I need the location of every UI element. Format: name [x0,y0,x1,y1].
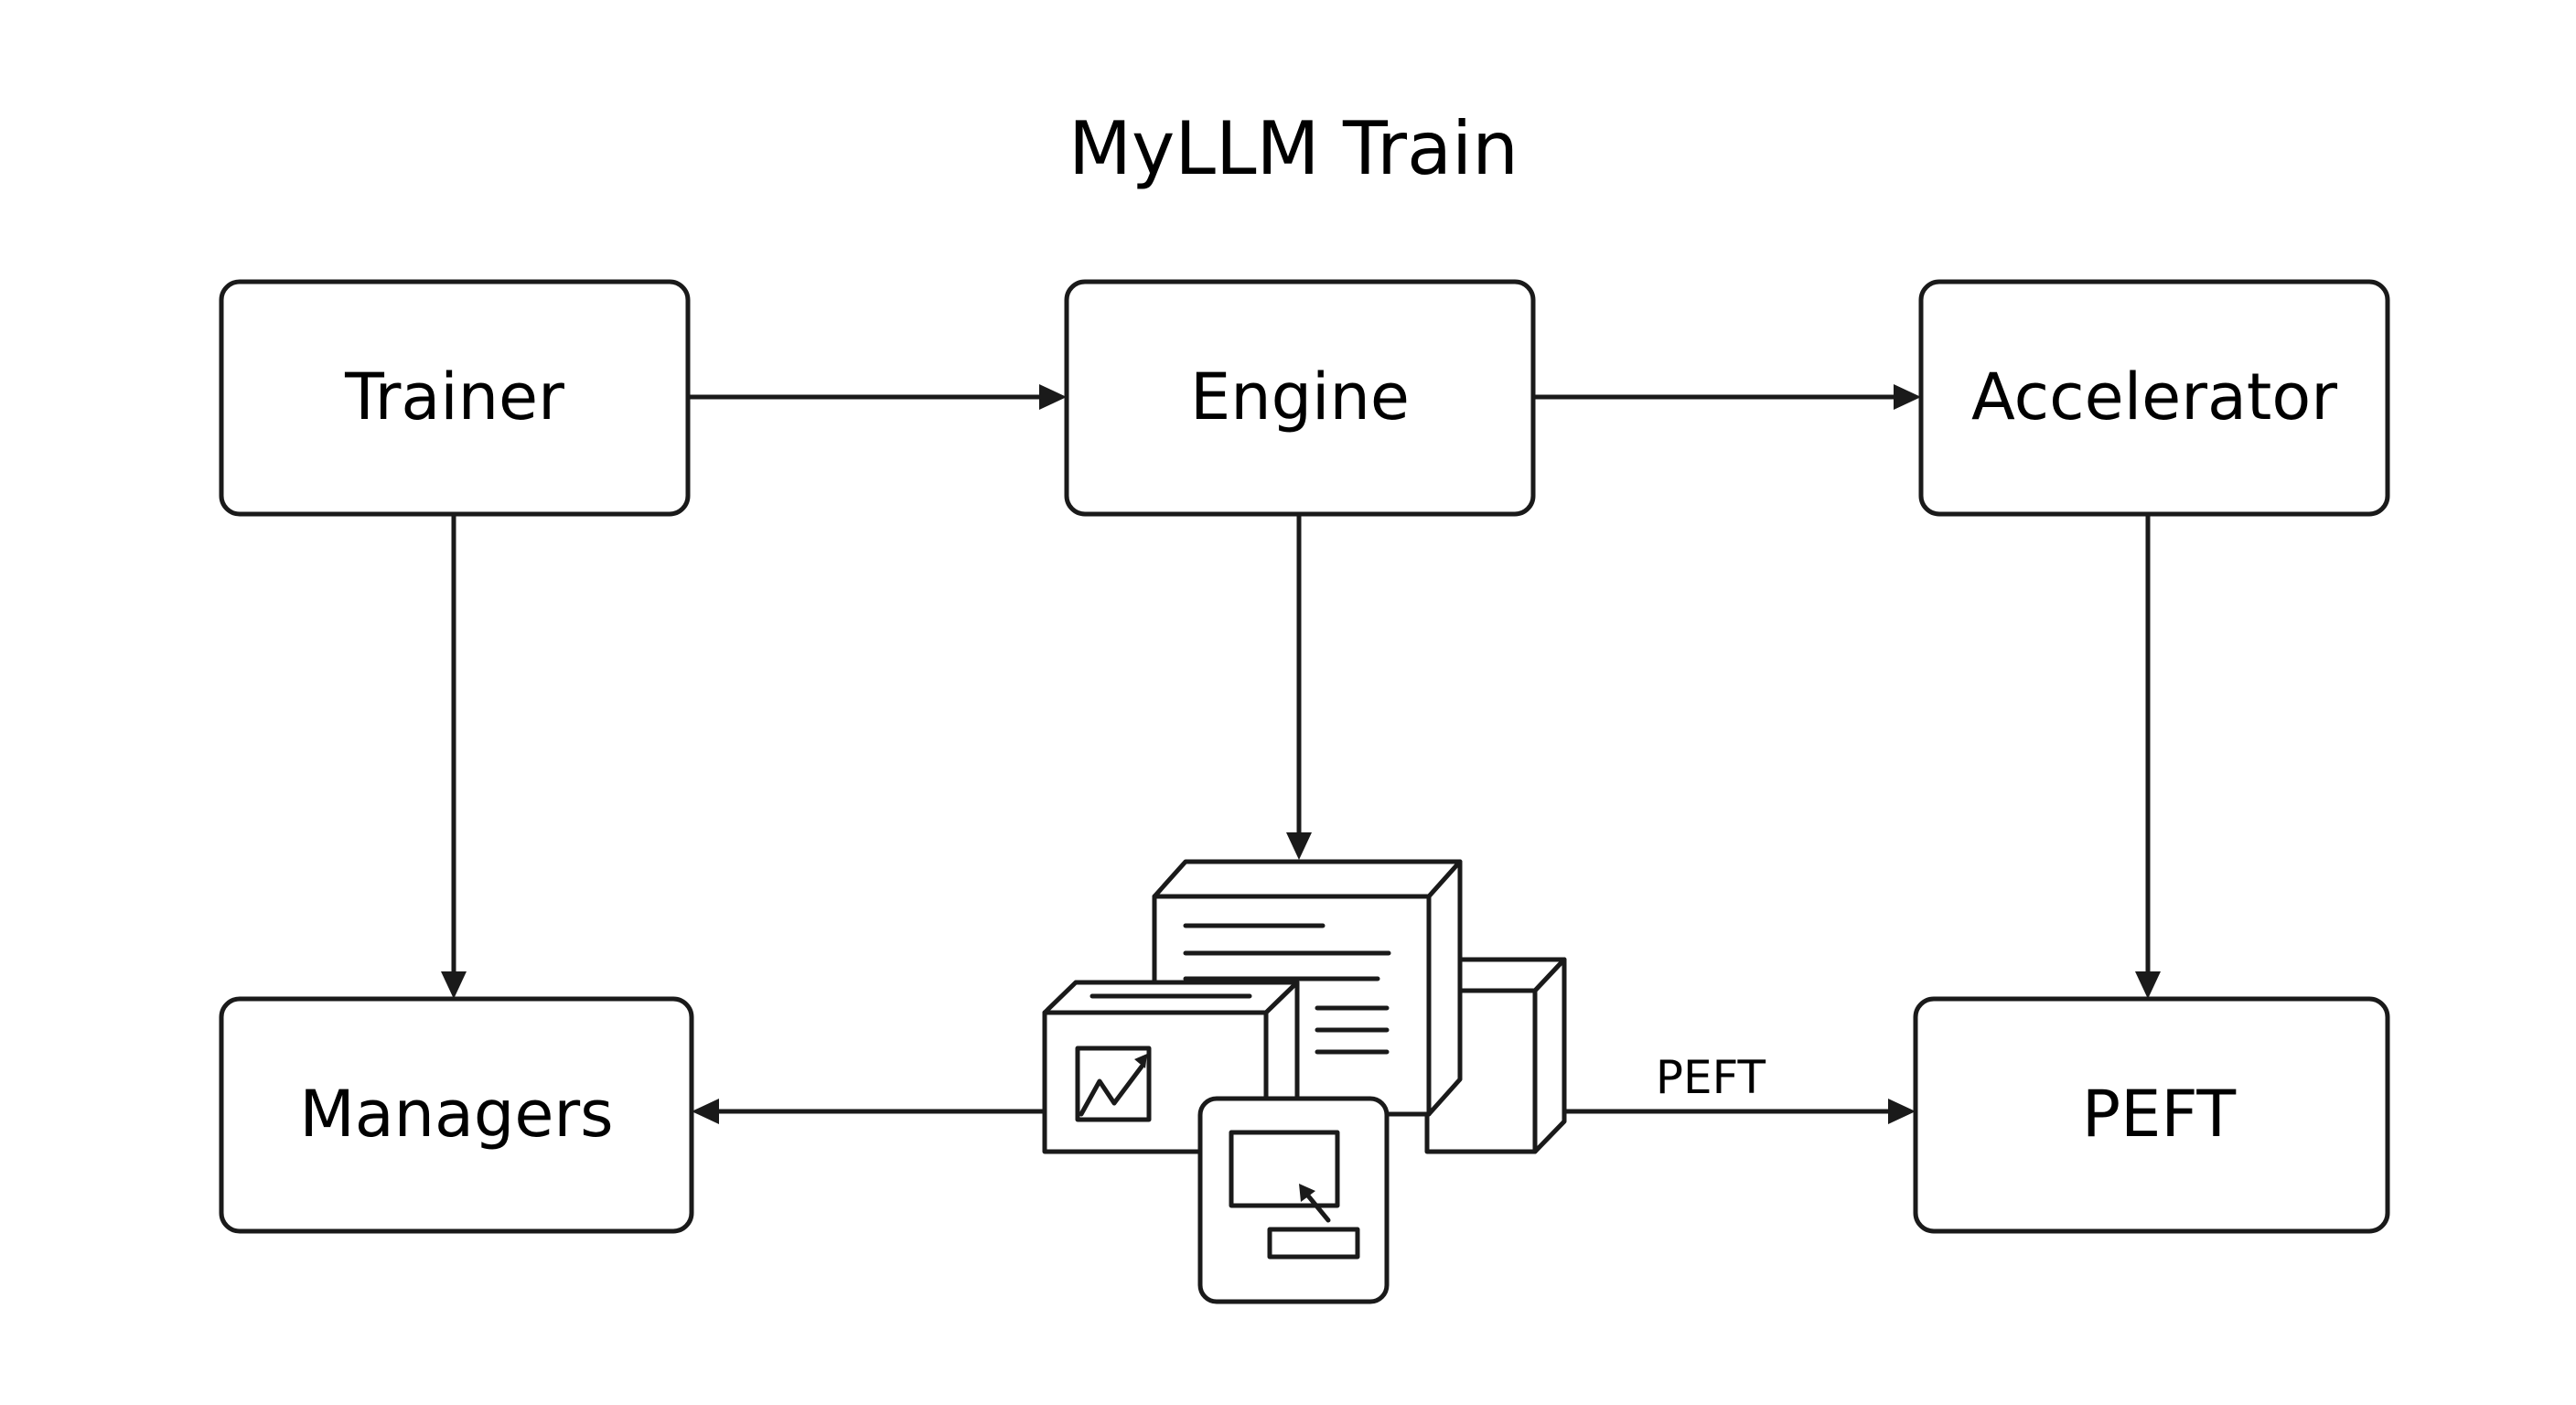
edge-engine-to-accelerator [1533,384,1921,410]
node-peft: PEFT [1913,996,2390,1234]
components-icon-cluster [1042,859,1567,1304]
monitor-cursor-icon [1197,1096,1390,1304]
edge-engine-to-components [1286,512,1312,860]
node-trainer-label: Trainer [344,359,564,434]
node-managers: Managers [219,996,694,1234]
edge-components-to-managers [692,1099,1045,1124]
node-accelerator: Accelerator [1918,279,2390,517]
node-peft-label: PEFT [2082,1077,2236,1152]
node-engine-label: Engine [1190,359,1410,434]
diagram-title: MyLLM Train [1068,106,1519,191]
edge-components-to-peft [1566,1099,1916,1124]
node-engine: Engine [1064,279,1536,517]
edge-trainer-to-engine [688,384,1067,410]
edge-trainer-to-managers [441,512,467,999]
node-accelerator-label: Accelerator [1971,359,2337,434]
edge-accelerator-to-peft [2135,512,2161,999]
node-managers-label: Managers [299,1077,613,1152]
node-trainer: Trainer [219,279,691,517]
edge-label-peft: PEFT [1656,1051,1766,1104]
